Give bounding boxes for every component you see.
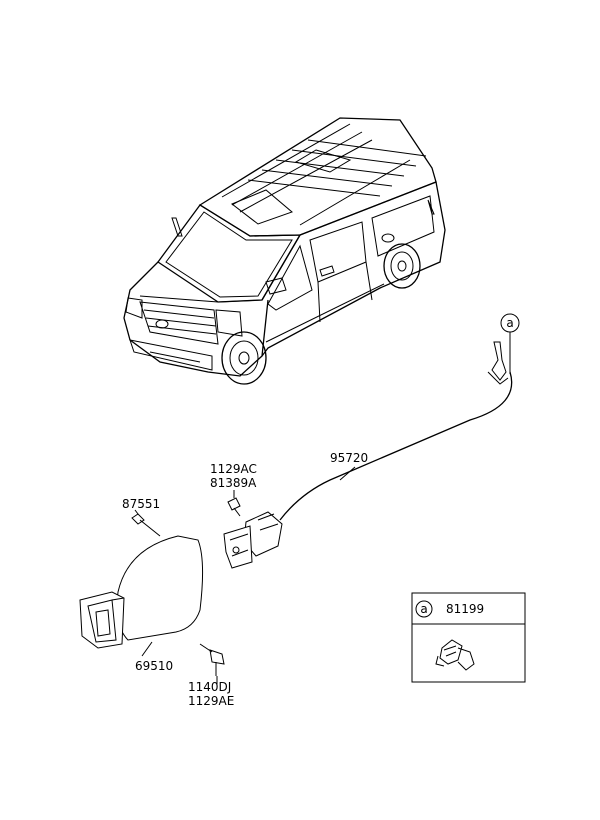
label-87551: 87551 — [122, 497, 160, 511]
label-69510: 69510 — [135, 659, 173, 673]
fuel-filler-door — [116, 513, 204, 641]
inset-callout-a-label: a — [420, 602, 427, 616]
cable-clip-illustration — [435, 639, 475, 671]
label-1140DJ: 1140DJ — [188, 680, 231, 694]
inset-box: a 81199 — [411, 592, 526, 683]
label-1129AC: 1129AC — [210, 462, 257, 476]
callout-a-label: a — [506, 316, 513, 330]
release-cable: a — [279, 313, 520, 521]
label-95720: 95720 — [330, 451, 368, 465]
filler-housing — [79, 591, 225, 676]
label-81199: 81199 — [446, 602, 484, 616]
inset-callout-a-circle — [415, 600, 433, 618]
van-illustration — [123, 117, 446, 385]
leader-lines — [134, 466, 356, 684]
label-81389A: 81389A — [210, 476, 257, 490]
callout-a-circle — [500, 313, 520, 333]
label-1129AE: 1129AE — [188, 694, 234, 708]
fuel-door-opener — [223, 490, 283, 569]
